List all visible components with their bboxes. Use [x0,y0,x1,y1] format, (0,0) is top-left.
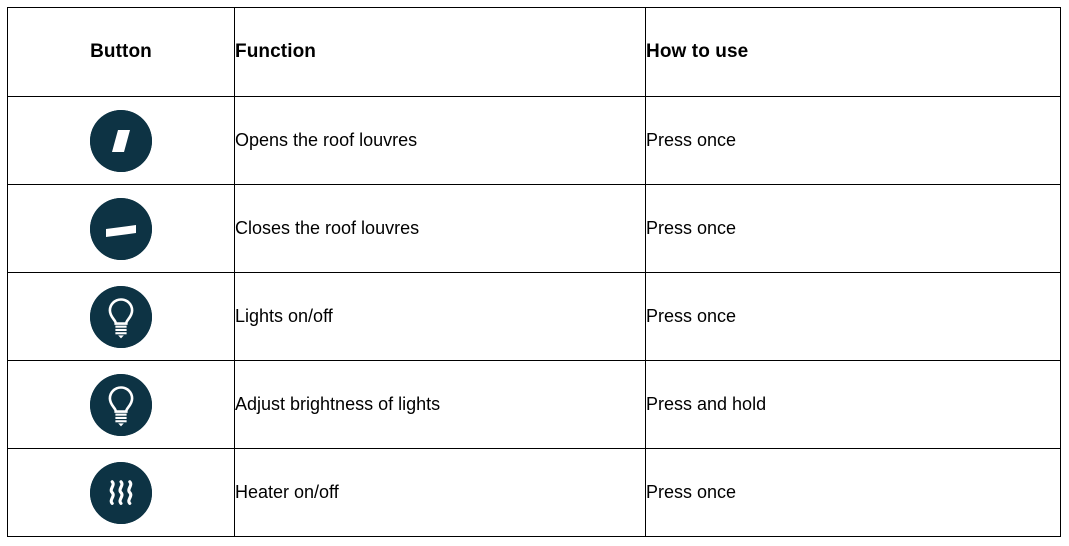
how-to-use-cell: Press once [645,96,1061,185]
how-to-use-cell: Press once [645,448,1061,537]
column-header-function: Function [234,7,646,97]
table-row: Adjust brightness of lights Press and ho… [7,360,1061,449]
function-cell: Adjust brightness of lights [234,360,646,449]
light-bulb-icon [90,285,152,348]
how-to-use-cell: Press once [645,272,1061,361]
table-header: Button Function How to use [7,7,1061,97]
heater-waves-icon [90,461,152,524]
button-cell [7,184,235,273]
table-row: Closes the roof louvres Press once [7,184,1061,273]
roof-louvres-open-icon [90,109,152,172]
function-cell: Closes the roof louvres [234,184,646,273]
roof-louvres-close-icon [90,197,152,260]
light-bulb-icon [90,373,152,436]
table-row: Heater on/off Press once [7,448,1061,537]
how-to-use-cell: Press and hold [645,360,1061,449]
function-cell: Lights on/off [234,272,646,361]
function-cell: Opens the roof louvres [234,96,646,185]
function-cell: Heater on/off [234,448,646,537]
button-function-table: Button Function How to use Opens the roo… [7,7,1061,537]
button-cell [7,360,235,449]
column-header-how-to-use: How to use [645,7,1061,97]
table-row: Opens the roof louvres Press once [7,96,1061,185]
button-cell [7,96,235,185]
table-header-row: Button Function How to use [7,7,1061,97]
how-to-use-cell: Press once [645,184,1061,273]
table-body: Opens the roof louvres Press once Closes… [7,96,1061,537]
column-header-button: Button [7,7,235,97]
button-cell [7,272,235,361]
button-cell [7,448,235,537]
table-row: Lights on/off Press once [7,272,1061,361]
